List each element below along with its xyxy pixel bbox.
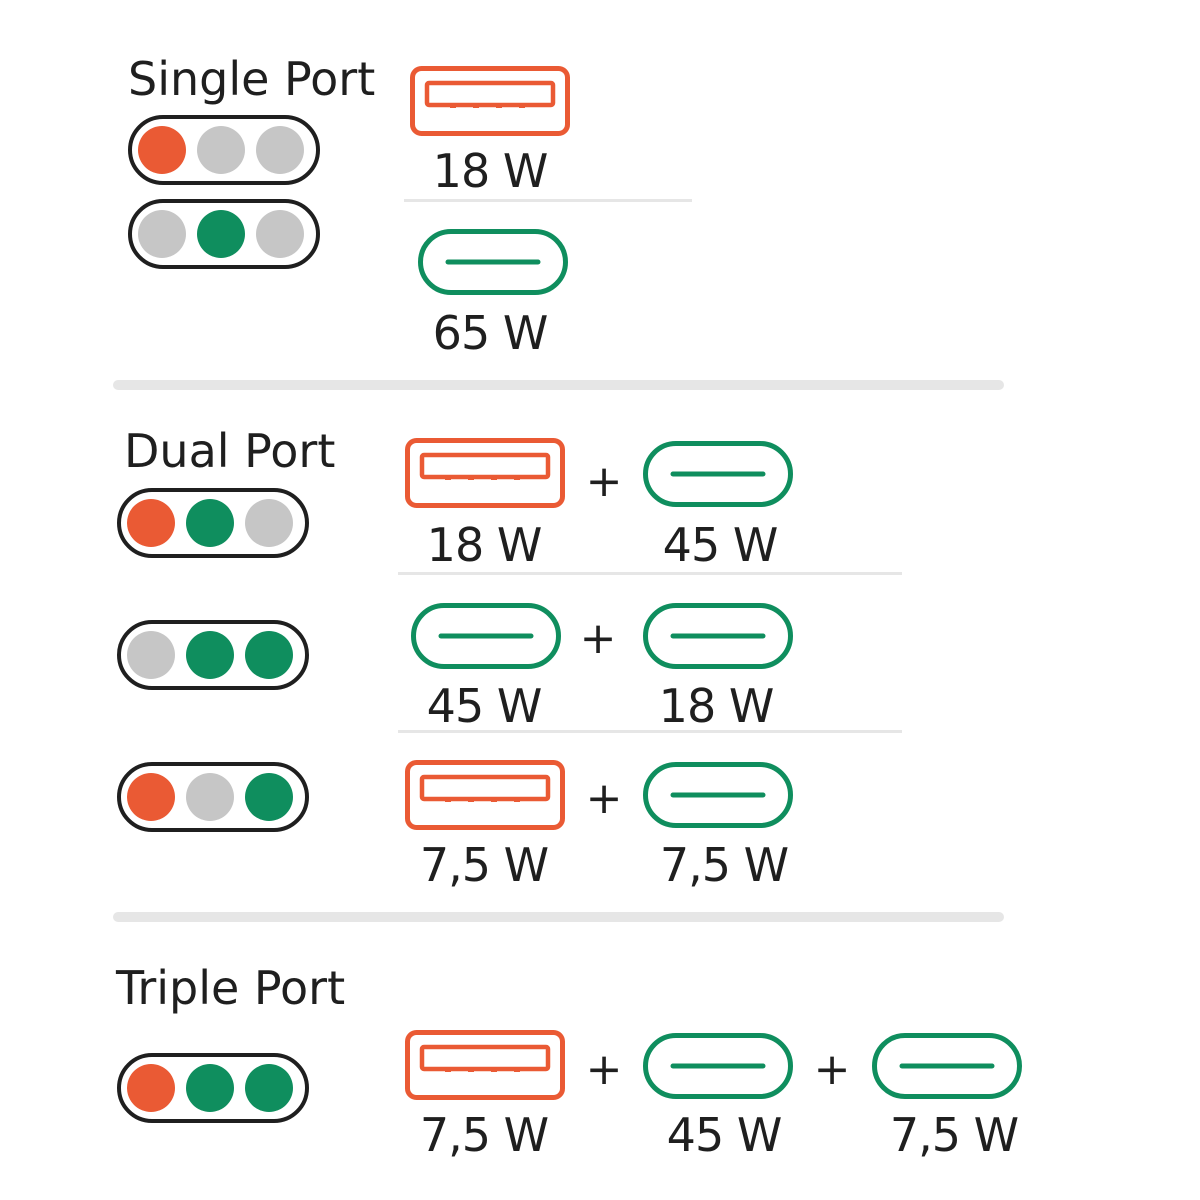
port-power-label: 45 W xyxy=(666,1108,783,1162)
usb-c-port-icon xyxy=(872,1033,1022,1099)
section-title: Dual Port xyxy=(124,424,336,478)
led-off-dot xyxy=(138,210,186,258)
port-power-label: 7,5 W xyxy=(419,1108,549,1162)
port-power-label: 7,5 W xyxy=(889,1108,1019,1162)
plus-sign: + xyxy=(579,613,617,664)
port-power-label: 18 W xyxy=(426,518,543,572)
usb-a-port-icon xyxy=(410,66,570,136)
usb-c-port-icon xyxy=(643,441,793,507)
led-off-dot xyxy=(127,631,175,679)
led-usb-a-dot xyxy=(127,773,175,821)
port-power-label: 18 W xyxy=(658,679,775,733)
config-divider xyxy=(398,572,902,575)
usb-a-port-icon xyxy=(405,760,565,830)
usb-c-port-icon xyxy=(411,603,561,669)
usb-c-port-icon xyxy=(643,1033,793,1099)
port-power-label: 45 W xyxy=(662,518,779,572)
port-indicator xyxy=(128,115,320,185)
config-divider xyxy=(404,199,692,202)
usb-c-port-icon xyxy=(643,762,793,828)
led-usb-a-dot xyxy=(138,126,186,174)
section-divider xyxy=(113,380,1004,390)
port-indicator xyxy=(117,488,309,558)
plus-sign: + xyxy=(585,773,623,824)
port-indicator xyxy=(117,620,309,690)
led-usb-c-dot xyxy=(245,631,293,679)
led-off-dot xyxy=(256,210,304,258)
led-usb-c-dot xyxy=(245,1064,293,1112)
section-title: Single Port xyxy=(128,52,376,106)
plus-sign: + xyxy=(813,1044,851,1095)
led-usb-c-dot xyxy=(245,773,293,821)
config-divider xyxy=(398,730,902,733)
section-divider xyxy=(113,912,1004,922)
port-power-label: 18 W xyxy=(432,144,549,198)
port-indicator xyxy=(117,762,309,832)
usb-c-port-icon xyxy=(418,229,568,295)
led-usb-c-dot xyxy=(186,631,234,679)
plus-sign: + xyxy=(585,1044,623,1095)
led-off-dot xyxy=(186,773,234,821)
led-usb-c-dot xyxy=(186,1064,234,1112)
led-usb-a-dot xyxy=(127,1064,175,1112)
led-off-dot xyxy=(256,126,304,174)
led-off-dot xyxy=(245,499,293,547)
led-usb-c-dot xyxy=(186,499,234,547)
section-title: Triple Port xyxy=(116,961,346,1015)
usb-a-port-icon xyxy=(405,1030,565,1100)
usb-c-port-icon xyxy=(643,603,793,669)
port-indicator xyxy=(117,1053,309,1123)
port-power-label: 45 W xyxy=(426,679,543,733)
port-power-label: 7,5 W xyxy=(419,838,549,892)
plus-sign: + xyxy=(585,456,623,507)
port-indicator xyxy=(128,199,320,269)
led-off-dot xyxy=(197,126,245,174)
led-usb-c-dot xyxy=(197,210,245,258)
led-usb-a-dot xyxy=(127,499,175,547)
port-power-label: 65 W xyxy=(432,306,549,360)
usb-a-port-icon xyxy=(405,438,565,508)
port-power-label: 7,5 W xyxy=(659,838,789,892)
